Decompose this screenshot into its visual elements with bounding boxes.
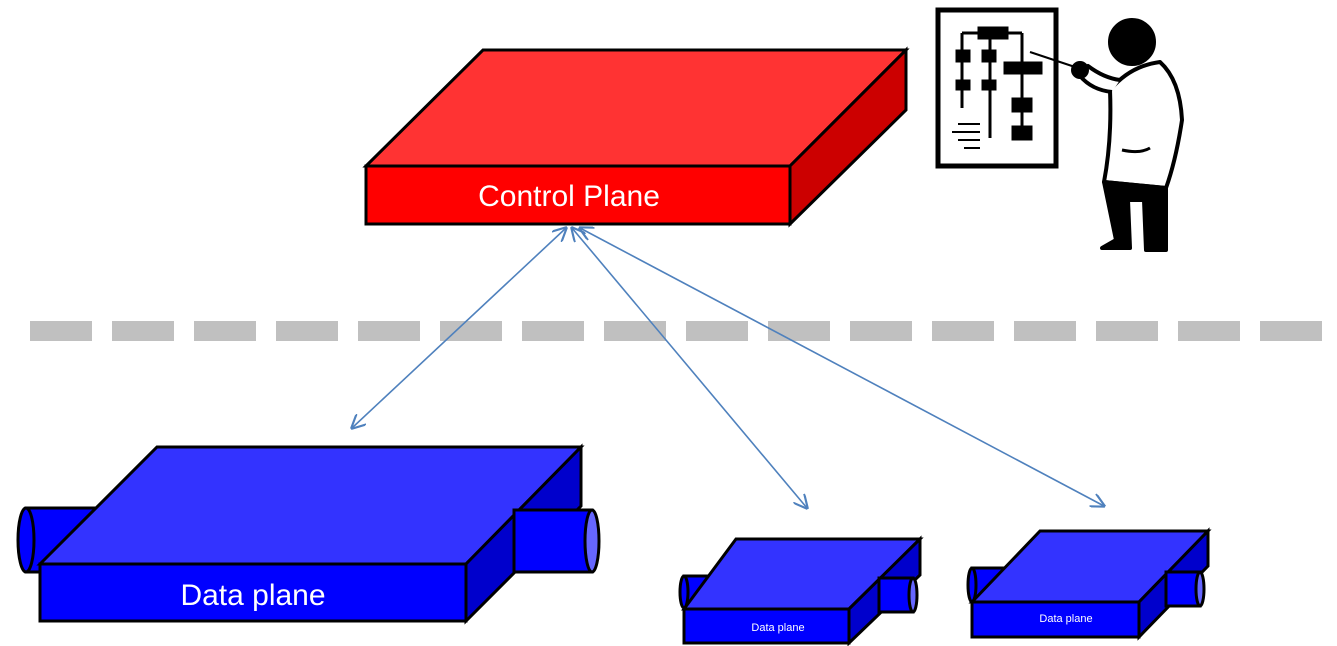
connection-arrow-3 [580, 228, 1104, 506]
control-plane-label: Control Plane [478, 180, 660, 213]
data-plane-2: Data plane [678, 535, 924, 646]
data-plane-1: Data plane [16, 443, 601, 625]
presenter-with-flowchart-icon [935, 7, 1184, 252]
pipe-right [512, 508, 601, 574]
flowchart-icon [952, 26, 1043, 149]
data-plane-front [970, 600, 1141, 639]
control-plane: Control Plane [362, 46, 910, 228]
connection-arrows [352, 228, 1104, 508]
control-plane-front [364, 164, 792, 226]
data-plane-3-label: Data plane [1039, 613, 1092, 625]
data-plane-front [682, 607, 851, 645]
data-plane-front [38, 562, 468, 623]
person-icon [1071, 18, 1184, 252]
connection-arrow-1 [352, 228, 566, 428]
connection-arrow-2 [572, 228, 807, 508]
pointer-stick [1029, 51, 1079, 69]
pipe-right [877, 576, 919, 614]
data-plane-1-label: Data plane [180, 579, 325, 612]
data-plane-2-label: Data plane [751, 622, 804, 634]
pipe-right [1164, 570, 1206, 608]
data-plane-3: Data plane [966, 527, 1212, 641]
